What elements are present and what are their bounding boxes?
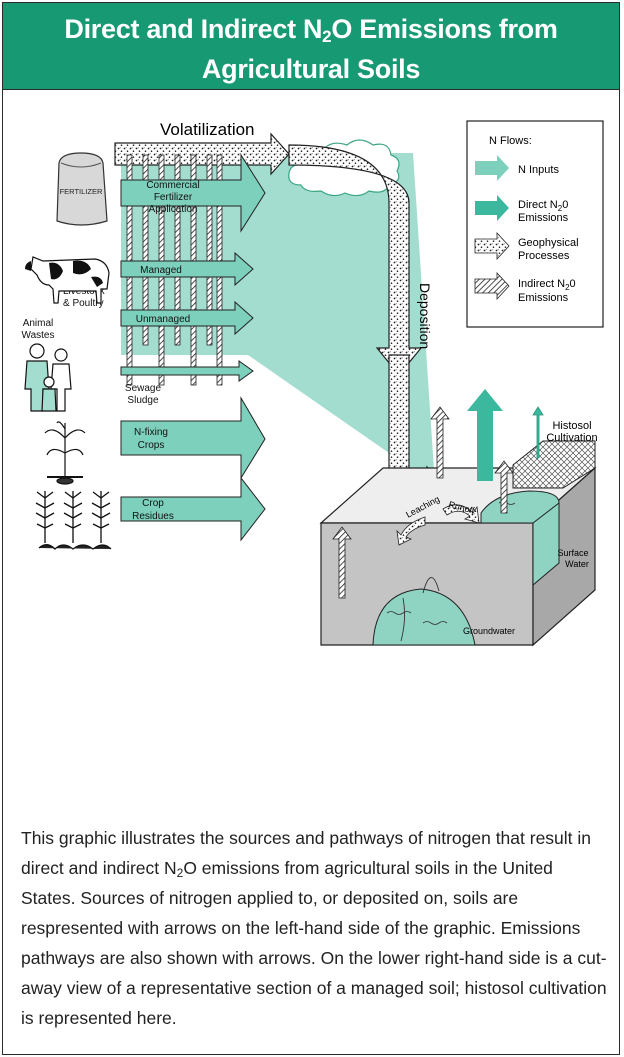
commercial-label-3: Application bbox=[149, 204, 198, 215]
surface-water-label-1: Surface bbox=[557, 548, 588, 558]
deposition-arrow bbox=[288, 144, 423, 376]
animal-wastes-label-2: Wastes bbox=[22, 330, 55, 341]
histosol-patch bbox=[512, 440, 596, 489]
nfixing-label-1: N-fixing bbox=[134, 427, 168, 438]
managed-input-arrow bbox=[120, 251, 254, 287]
caption: This graphic illustrates the sources and… bbox=[21, 827, 607, 1028]
nfixing-input-arrow bbox=[120, 396, 266, 480]
legend-n-inputs-swatch bbox=[475, 155, 509, 181]
histosol-label-2: Cultivation bbox=[546, 432, 597, 444]
page-title: Direct and Indirect N2O Emissions from A… bbox=[64, 14, 558, 84]
sewage-input-arrow bbox=[120, 360, 254, 382]
crop-residues-label-2: Residues bbox=[132, 511, 174, 522]
indirect-emission-arrow-2 bbox=[430, 406, 450, 479]
sewage-label-1: Sewage bbox=[125, 383, 162, 394]
commercial-label-2: Fertilizer bbox=[154, 192, 193, 203]
unmanaged-input-arrow bbox=[120, 300, 254, 336]
legend-geo-1: Geophysical bbox=[518, 237, 579, 249]
legend-direct-1: Direct N20 bbox=[518, 199, 568, 213]
indirect-emission-arrow-3 bbox=[494, 460, 514, 514]
n-input-band bbox=[121, 153, 435, 485]
animal-wastes-label-1: Animal bbox=[23, 318, 54, 329]
nitrogen-flow-diagram: Volatilization Deposition Commercial bbox=[22, 120, 604, 647]
legend-direct-2: Emissions bbox=[518, 212, 569, 224]
surface-water-label-2: Water bbox=[565, 559, 589, 569]
soil-block bbox=[319, 440, 597, 647]
surface-water bbox=[480, 490, 560, 587]
svg-text:FERTILIZER: FERTILIZER bbox=[60, 187, 103, 196]
deposition-label: Deposition bbox=[417, 283, 433, 349]
unmanaged-label: Unmanaged bbox=[136, 314, 190, 325]
histosol-emission-arrow bbox=[532, 406, 544, 459]
legend-direct-swatch bbox=[475, 195, 509, 221]
fertilizer-input-arrow bbox=[120, 153, 266, 233]
legend: N Flows: N Inputs Direct N20 Emissions G… bbox=[466, 120, 604, 328]
plant-icon bbox=[44, 421, 86, 485]
legend-indirect-1: Indirect N20 bbox=[518, 278, 576, 292]
legend-n-inputs: N Inputs bbox=[518, 164, 559, 176]
nfixing-label-2: Crops bbox=[138, 440, 165, 451]
legend-indirect-swatch bbox=[474, 271, 510, 301]
crop-residues-label-1: Crop bbox=[142, 498, 164, 509]
histosol-label-1: Histosol bbox=[552, 420, 591, 432]
volatilization-label: Volatilization bbox=[160, 120, 255, 139]
crop-residues-input-arrow bbox=[120, 476, 266, 542]
livestock-label-2: & Poultry bbox=[63, 298, 104, 309]
commercial-label-1: Commercial bbox=[146, 180, 199, 191]
legend-geo-2: Processes bbox=[518, 250, 570, 262]
groundwater bbox=[372, 588, 476, 646]
managed-label: Managed bbox=[140, 265, 182, 276]
title-rule bbox=[3, 89, 619, 90]
runoff-arrow bbox=[442, 504, 480, 524]
direct-emission-arrow bbox=[467, 389, 503, 481]
groundwater-label: Groundwater bbox=[463, 626, 515, 636]
legend-title: N Flows: bbox=[489, 135, 532, 147]
indirect-emission-arrow-1 bbox=[332, 526, 352, 599]
corn-icon bbox=[35, 491, 112, 550]
title-bar: Direct and Indirect N2O Emissions from A… bbox=[3, 3, 619, 89]
legend-geo-swatch bbox=[474, 231, 510, 261]
leaching-arrow bbox=[396, 516, 426, 546]
family-icon bbox=[24, 343, 72, 412]
cow-icon bbox=[25, 256, 110, 304]
fertilizer-bag-icon: FERTILIZER bbox=[56, 152, 108, 226]
legend-indirect-2: Emissions bbox=[518, 292, 569, 304]
sewage-label-2: Sludge bbox=[127, 395, 159, 406]
